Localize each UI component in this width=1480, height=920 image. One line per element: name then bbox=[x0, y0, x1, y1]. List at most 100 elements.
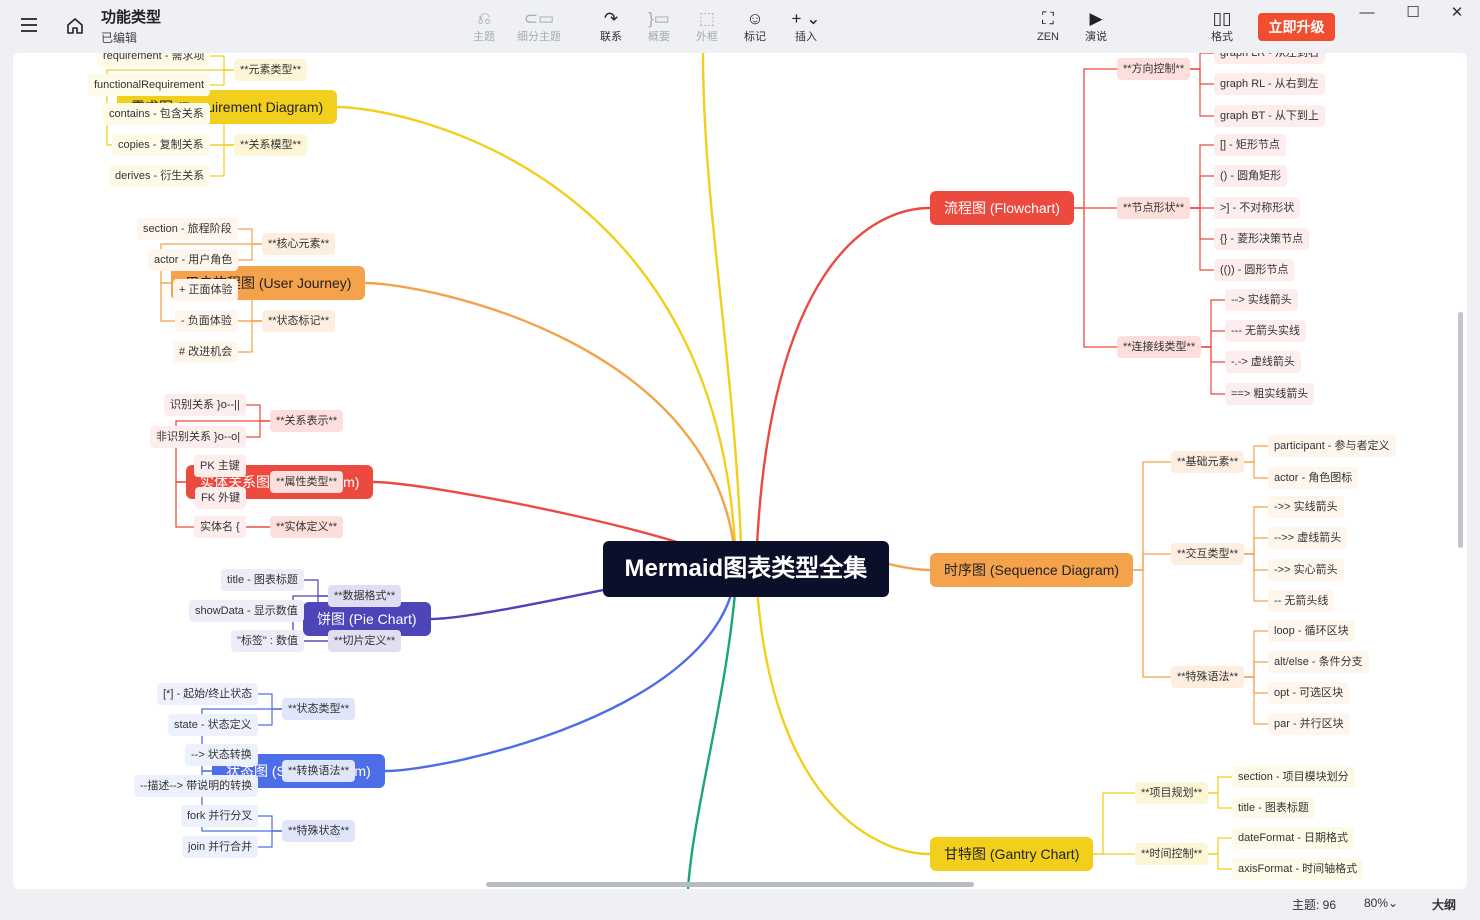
leaf-topic[interactable]: state - 状态定义 bbox=[168, 714, 258, 736]
leaf-topic[interactable]: 识别关系 }o--|| bbox=[164, 394, 246, 416]
leaf-topic[interactable]: section - 项目模块划分 bbox=[1232, 766, 1355, 788]
leaf-connector bbox=[1244, 506, 1268, 555]
subtopic[interactable]: **属性类型** bbox=[270, 471, 344, 493]
leaf-topic[interactable]: --- 无箭头实线 bbox=[1225, 320, 1307, 342]
subtopic[interactable]: **关系模型** bbox=[234, 134, 308, 156]
leaf-topic[interactable]: >] - 不对称形状 bbox=[1214, 197, 1301, 219]
subtopic[interactable]: **元素类型** bbox=[234, 59, 308, 81]
subtopic[interactable]: **切片定义** bbox=[328, 630, 402, 652]
leaf-topic[interactable]: actor - 用户角色 bbox=[148, 249, 239, 271]
toolbar-present-button[interactable]: ▶演说 bbox=[1069, 8, 1123, 48]
leaf-topic[interactable]: --> 实线箭头 bbox=[1225, 289, 1298, 311]
toolbar-format-button[interactable]: ▯▯格式 bbox=[1195, 8, 1249, 48]
leaf-connector bbox=[238, 320, 262, 353]
leaf-topic[interactable]: actor - 角色图标 bbox=[1268, 467, 1359, 489]
leaf-topic[interactable]: PK 主键 bbox=[194, 455, 246, 477]
home-icon[interactable] bbox=[66, 17, 84, 35]
subtopic[interactable]: **状态标记** bbox=[262, 310, 336, 332]
subtopic[interactable]: **方向控制** bbox=[1117, 58, 1191, 80]
upgrade-button[interactable]: 立即升级 bbox=[1258, 13, 1335, 41]
leaf-topic[interactable]: axisFormat - 时间轴格式 bbox=[1232, 858, 1364, 880]
leaf-topic[interactable]: 实体名 { bbox=[194, 516, 246, 538]
leaf-topic[interactable]: -->> 虚线箭头 bbox=[1268, 527, 1348, 549]
toolbar-subtopic-button[interactable]: ⊂▭细分主题 bbox=[512, 8, 566, 48]
subtopic[interactable]: **核心元素** bbox=[262, 233, 336, 255]
leaf-topic[interactable]: # 改进机会 bbox=[173, 341, 239, 363]
leaf-topic[interactable]: showData - 显示数值 bbox=[189, 600, 304, 622]
main-topic[interactable]: 甘特图 (Gantry Chart) bbox=[930, 837, 1094, 871]
leaf-topic[interactable]: - 负面体验 bbox=[175, 310, 238, 332]
leaf-topic[interactable]: par - 并行区块 bbox=[1268, 713, 1350, 735]
toolbar-relationship-button[interactable]: ↷联系 bbox=[584, 8, 638, 48]
leaf-topic[interactable]: section - 旅程阶段 bbox=[137, 218, 238, 240]
zoom-level[interactable]: 80%⌄ bbox=[1364, 896, 1398, 910]
subtopic[interactable]: **时间控制** bbox=[1135, 843, 1209, 865]
leaf-topic[interactable]: + 正面体验 bbox=[173, 279, 239, 301]
leaf-connector bbox=[258, 830, 282, 848]
minimize-icon[interactable]: — bbox=[1359, 4, 1375, 21]
leaf-topic[interactable]: () - 圆角矩形 bbox=[1214, 165, 1288, 187]
toolbar-marker-button[interactable]: ☺标记 bbox=[728, 8, 782, 48]
leaf-topic[interactable]: participant - 参与者定义 bbox=[1268, 435, 1396, 457]
subtopic[interactable]: **交互类型** bbox=[1171, 543, 1245, 565]
leaf-topic[interactable]: "标签" : 数值 bbox=[231, 630, 304, 652]
subtopic[interactable]: **连接线类型** bbox=[1117, 336, 1202, 358]
document-title[interactable]: 功能类型 bbox=[101, 9, 162, 26]
maximize-icon[interactable]: ☐ bbox=[1406, 4, 1420, 21]
menu-icon[interactable] bbox=[20, 16, 38, 34]
leaf-topic[interactable]: graph RL - 从右到左 bbox=[1214, 73, 1325, 95]
root-topic[interactable]: Mermaid图表类型全集 bbox=[602, 541, 890, 597]
leaf-topic[interactable]: {} - 菱形决策节点 bbox=[1214, 228, 1310, 250]
leaf-topic[interactable]: --描述--> 带说明的转换 bbox=[134, 775, 259, 797]
subtopic[interactable]: **基础元素** bbox=[1171, 451, 1245, 473]
leaf-topic[interactable]: ==> 粗实线箭头 bbox=[1225, 383, 1315, 405]
vertical-scrollbar[interactable] bbox=[1458, 312, 1463, 548]
subtopic[interactable]: **节点形状** bbox=[1117, 197, 1191, 219]
toolbar-zen-button[interactable]: ⛶ZEN bbox=[1021, 8, 1075, 48]
leaf-topic[interactable]: (()) - 圆形节点 bbox=[1214, 259, 1295, 281]
subtopic[interactable]: **实体定义** bbox=[270, 516, 344, 538]
leaf-topic[interactable]: title - 图表标题 bbox=[1232, 797, 1315, 819]
leaf-topic[interactable]: graph BT - 从下到上 bbox=[1214, 105, 1325, 127]
leaf-topic[interactable]: -.-> 虚线箭头 bbox=[1225, 351, 1301, 373]
toolbar-summary-button[interactable]: }▭概要 bbox=[632, 8, 686, 48]
subtopic[interactable]: **状态类型** bbox=[282, 698, 356, 720]
leaf-topic[interactable]: fork 并行分叉 bbox=[181, 805, 259, 827]
leaf-topic[interactable]: FK 外键 bbox=[195, 487, 247, 509]
toolbar-insert-button[interactable]: + ⌄插入 bbox=[779, 8, 833, 48]
leaf-topic[interactable]: ->> 实心箭头 bbox=[1268, 559, 1344, 581]
main-topic[interactable]: 时序图 (Sequence Diagram) bbox=[930, 553, 1134, 587]
outline-button[interactable]: 大纲 bbox=[1432, 898, 1457, 912]
subtopic[interactable]: **特殊语法** bbox=[1171, 666, 1245, 688]
toolbar-marker-label: 标记 bbox=[744, 31, 766, 43]
leaf-topic[interactable]: join 并行合并 bbox=[182, 836, 259, 858]
leaf-topic[interactable]: loop - 循环区块 bbox=[1268, 620, 1355, 642]
leaf-topic[interactable]: alt/else - 条件分支 bbox=[1268, 651, 1369, 673]
leaf-topic[interactable]: [*] - 起始/终止状态 bbox=[157, 683, 259, 705]
leaf-topic[interactable]: copies - 复制关系 bbox=[112, 134, 210, 156]
close-icon[interactable]: ✕ bbox=[1450, 4, 1464, 21]
leaf-topic[interactable]: graph LR - 从左到右 bbox=[1214, 53, 1326, 64]
leaf-topic[interactable]: -- 无箭头线 bbox=[1268, 590, 1335, 612]
subtopic[interactable]: **项目规划** bbox=[1135, 782, 1209, 804]
leaf-topic[interactable]: title - 图表标题 bbox=[221, 569, 304, 591]
leaf-topic[interactable]: [] - 矩形节点 bbox=[1214, 134, 1286, 156]
toolbar-topic-button[interactable]: ⎌主题 bbox=[457, 8, 511, 48]
leaf-topic[interactable]: --> 状态转换 bbox=[185, 744, 258, 766]
subtopic[interactable]: **特殊状态** bbox=[282, 820, 356, 842]
mindmap-canvas[interactable]: 需求图 (Requirement Diagram)**元素类型**require… bbox=[13, 53, 1467, 889]
leaf-topic[interactable]: opt - 可选区块 bbox=[1268, 682, 1350, 704]
leaf-topic[interactable]: functionalRequirement bbox=[88, 74, 211, 96]
leaf-topic[interactable]: derives - 衍生关系 bbox=[109, 165, 211, 187]
leaf-topic[interactable]: ->> 实线箭头 bbox=[1268, 496, 1344, 518]
horizontal-scrollbar[interactable] bbox=[486, 882, 974, 887]
toolbar-boundary-button[interactable]: ⬚外框 bbox=[680, 8, 734, 48]
leaf-topic[interactable]: dateFormat - 日期格式 bbox=[1232, 827, 1355, 849]
leaf-topic[interactable]: 非识别关系 }o--o| bbox=[150, 426, 247, 448]
subtopic[interactable]: **数据格式** bbox=[328, 585, 402, 607]
subtopic[interactable]: **关系表示** bbox=[270, 410, 344, 432]
main-topic[interactable]: 流程图 (Flowchart) bbox=[930, 191, 1074, 225]
leaf-topic[interactable]: contains - 包含关系 bbox=[103, 103, 210, 125]
leaf-topic[interactable]: requirement - 需求项 bbox=[97, 53, 211, 67]
subtopic[interactable]: **转换语法** bbox=[282, 760, 356, 782]
